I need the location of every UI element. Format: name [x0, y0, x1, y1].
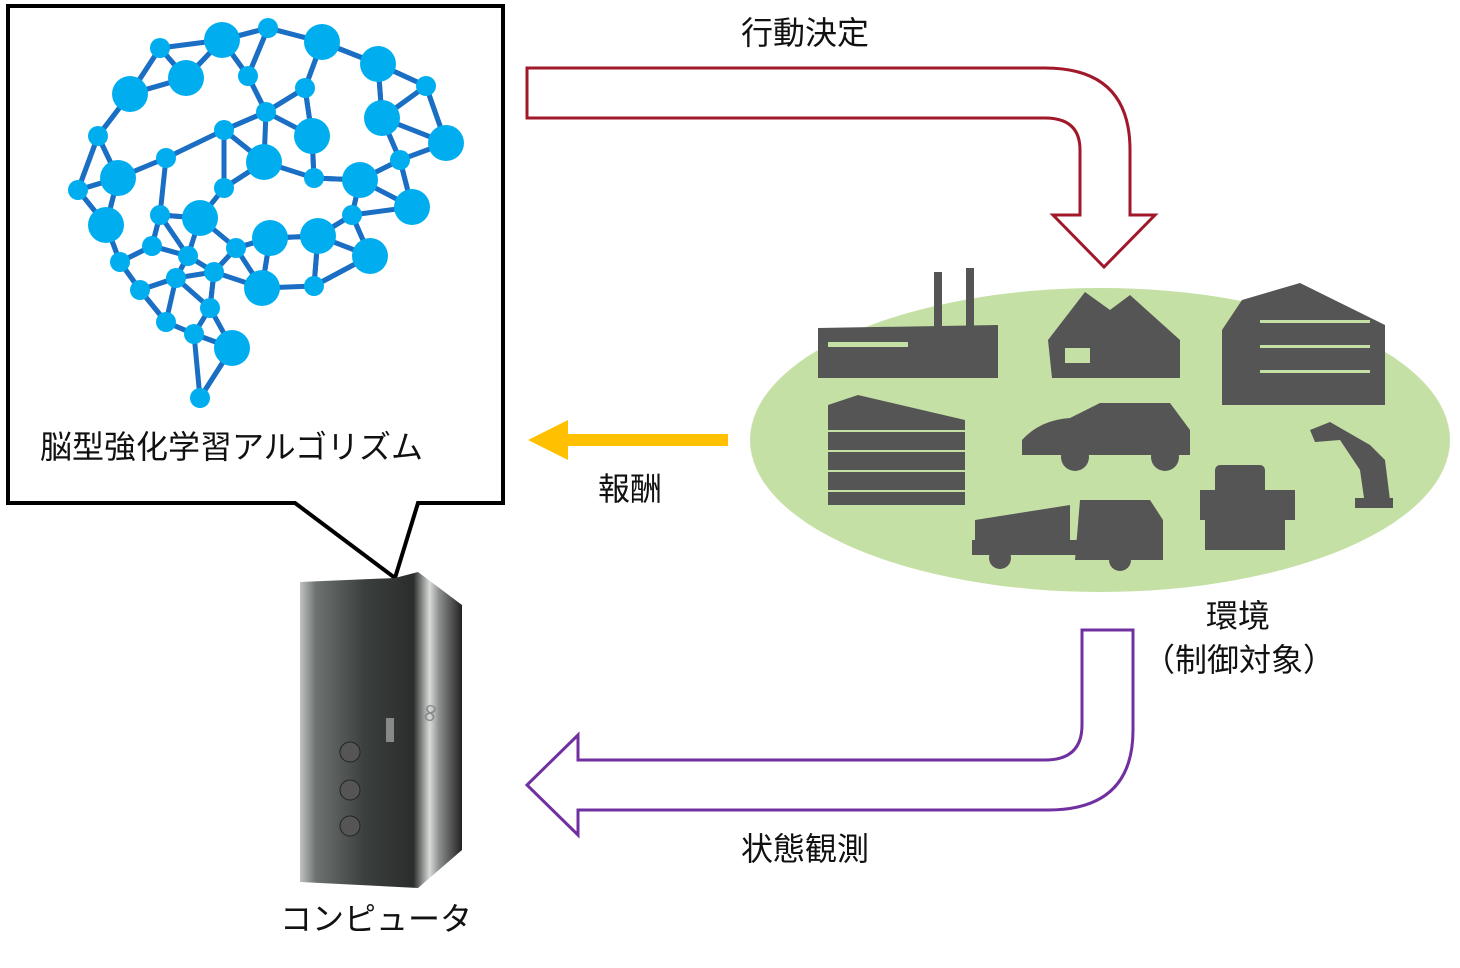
brain-node — [256, 102, 276, 122]
brain-node — [416, 76, 436, 96]
environment-label: 環境 — [1206, 597, 1271, 635]
brain-node — [360, 46, 396, 82]
robot-icon — [1200, 465, 1295, 550]
truck-icon — [972, 500, 1163, 571]
brain-node — [168, 60, 204, 96]
brain-node — [156, 148, 176, 168]
action-label: 行動決定 — [741, 14, 870, 52]
apartment-building-icon — [1222, 283, 1385, 405]
brain-node — [352, 238, 388, 274]
factory-icon — [818, 268, 998, 378]
svg-text:∞: ∞ — [413, 700, 446, 727]
brain-node — [295, 78, 315, 98]
brain-node — [68, 180, 88, 200]
brain-node — [226, 238, 246, 258]
algorithm-label: 脳型強化学習アルゴリズム — [40, 428, 424, 466]
reward-label: 報酬 — [598, 470, 663, 508]
computer-label: コンピュータ — [280, 900, 473, 938]
observation-arrow — [524, 628, 1135, 839]
action-arrow — [525, 66, 1159, 270]
server-tower-icon: ∞ — [300, 572, 462, 888]
brain-node — [166, 268, 186, 288]
brain-node — [88, 126, 108, 146]
brain-node — [88, 207, 124, 243]
brain-node — [150, 38, 170, 58]
neural-network-brain-icon — [68, 18, 464, 408]
environment-sublabel: （制御対象） — [1143, 641, 1336, 679]
brain-node — [246, 144, 282, 180]
brain-node — [150, 205, 170, 225]
brain-node — [214, 330, 250, 366]
brain-node — [394, 189, 430, 225]
brain-node — [238, 66, 258, 86]
house-icon — [1048, 292, 1180, 378]
brain-node — [110, 252, 130, 272]
brain-node — [204, 262, 224, 282]
brain-node — [364, 100, 400, 136]
observation-label: 状態観測 — [741, 830, 870, 868]
brain-node — [252, 220, 288, 256]
brain-node — [182, 200, 218, 236]
brain-node — [156, 312, 176, 332]
brain-node — [214, 178, 234, 198]
car-icon — [1022, 403, 1190, 471]
brain-edge — [164, 127, 226, 161]
brain-node — [204, 22, 240, 58]
brain-node — [342, 162, 378, 198]
brain-node — [294, 118, 330, 154]
brain-node — [244, 270, 280, 306]
brain-node — [258, 18, 278, 38]
brain-node — [130, 280, 150, 300]
office-building-icon — [828, 395, 965, 505]
robot-arm-icon — [1310, 422, 1393, 508]
brain-node — [304, 276, 324, 296]
brain-node — [200, 298, 220, 318]
brain-node — [100, 160, 136, 196]
brain-node — [178, 246, 198, 266]
brain-node — [304, 168, 324, 188]
brain-node — [184, 324, 204, 344]
brain-node — [214, 120, 234, 140]
brain-node — [142, 236, 162, 256]
brain-node — [428, 125, 464, 161]
brain-edge — [191, 333, 203, 399]
brain-node — [304, 24, 340, 60]
brain-node — [190, 388, 210, 408]
reward-arrow — [528, 420, 728, 460]
brain-node — [390, 150, 410, 170]
brain-node — [342, 205, 362, 225]
brain-node — [112, 76, 148, 112]
brain-node — [300, 218, 336, 254]
